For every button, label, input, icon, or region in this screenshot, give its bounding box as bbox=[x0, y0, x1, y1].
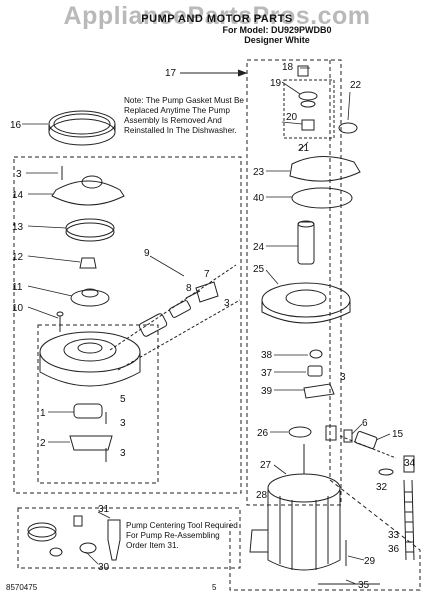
seal-detail-box bbox=[283, 79, 335, 139]
callout-3c: 3 bbox=[120, 418, 126, 429]
callout-10: 10 bbox=[12, 303, 24, 314]
callout-1: 1 bbox=[40, 408, 46, 419]
part-26 bbox=[288, 426, 312, 438]
seal-30a bbox=[27, 522, 57, 538]
callout-6: 6 bbox=[362, 418, 368, 429]
callout-17: 17 bbox=[165, 68, 177, 79]
gasket-note: Note: The Pump Gasket Must Be Replaced A… bbox=[124, 96, 244, 135]
o-ring-40 bbox=[291, 187, 353, 209]
o-ring-22 bbox=[338, 122, 358, 134]
valve-assembly-9 bbox=[138, 281, 219, 337]
callout-12: 12 bbox=[12, 252, 24, 263]
callout-37: 37 bbox=[261, 368, 273, 379]
callout-3b: 3 bbox=[224, 298, 230, 309]
callout-15: 15 bbox=[392, 429, 404, 440]
seal-19 bbox=[298, 91, 318, 101]
callout-32: 32 bbox=[376, 482, 388, 493]
o-ring-13 bbox=[65, 218, 115, 238]
pump-housing bbox=[39, 331, 141, 373]
drain-hose-33 bbox=[411, 479, 415, 561]
callout-13: 13 bbox=[12, 222, 24, 233]
color-line: Designer White bbox=[244, 35, 310, 45]
callout-39: 39 bbox=[261, 386, 273, 397]
filter-1 bbox=[73, 403, 103, 419]
callout-34: 34 bbox=[404, 458, 416, 469]
seal-20 bbox=[301, 119, 315, 131]
callout-18: 18 bbox=[282, 62, 294, 73]
motor-mount-25 bbox=[261, 282, 351, 318]
part-37 bbox=[307, 365, 323, 377]
callout-33: 33 bbox=[388, 530, 400, 541]
callout-3d: 3 bbox=[120, 448, 126, 459]
callout-40: 40 bbox=[253, 193, 265, 204]
callout-22: 22 bbox=[350, 80, 362, 91]
callout-31: 31 bbox=[98, 504, 110, 515]
left-assembly-box bbox=[13, 156, 242, 494]
callout-19: 19 bbox=[270, 78, 282, 89]
callout-27: 27 bbox=[260, 460, 272, 471]
pump-gasket bbox=[48, 110, 116, 138]
callout-29: 29 bbox=[364, 556, 376, 567]
page-title: PUMP AND MOTOR PARTS bbox=[141, 13, 293, 25]
motor-plate-23 bbox=[289, 155, 361, 182]
callout-3e: 3 bbox=[340, 372, 346, 383]
pump-cover bbox=[51, 180, 125, 206]
centering-tool-31 bbox=[107, 519, 121, 561]
pump-housing-box bbox=[37, 324, 159, 484]
impeller bbox=[70, 289, 110, 307]
clamp-32 bbox=[378, 468, 394, 476]
seal-cap-18 bbox=[297, 65, 309, 77]
callout-9: 9 bbox=[144, 248, 150, 259]
shaft-24 bbox=[297, 221, 315, 265]
callout-16: 16 bbox=[10, 120, 22, 131]
callout-8: 8 bbox=[186, 283, 192, 294]
fitting-34 bbox=[403, 455, 415, 473]
callout-7: 7 bbox=[204, 269, 210, 280]
motor-assembly-box bbox=[246, 59, 342, 506]
centering-tool-note: Pump Centering Tool Required For Pump Re… bbox=[126, 521, 238, 550]
model-line: For Model: DU929PWDB0 bbox=[222, 25, 332, 35]
callout-14: 14 bbox=[12, 190, 24, 201]
part-38 bbox=[309, 349, 323, 359]
impeller-nut bbox=[79, 257, 97, 269]
watermark: AppliancePartsPros.com bbox=[63, 2, 371, 30]
callout-35: 35 bbox=[358, 580, 370, 591]
housing-outline bbox=[229, 60, 421, 591]
callout-38: 38 bbox=[261, 350, 273, 361]
callout-11: 11 bbox=[12, 282, 23, 293]
doc-number: 8570475 bbox=[6, 583, 38, 592]
tool-kit-box bbox=[17, 507, 241, 569]
callout-24: 24 bbox=[253, 242, 265, 253]
callout-23: 23 bbox=[253, 167, 265, 178]
callout-30: 30 bbox=[98, 562, 110, 573]
callout-26: 26 bbox=[257, 428, 269, 439]
callout-2: 2 bbox=[40, 438, 46, 449]
callout-21: 21 bbox=[298, 143, 310, 154]
chopper-2 bbox=[69, 435, 113, 451]
callout-36: 36 bbox=[388, 544, 400, 555]
callout-25: 25 bbox=[253, 264, 265, 275]
fitting-6 bbox=[343, 429, 353, 443]
part-27 bbox=[325, 425, 337, 441]
callout-20: 20 bbox=[286, 112, 298, 123]
callout-5: 5 bbox=[120, 394, 126, 405]
callout-3: 3 bbox=[16, 169, 22, 180]
page-number: 5 bbox=[212, 583, 217, 592]
bracket-39 bbox=[303, 383, 335, 399]
motor-28 bbox=[267, 444, 341, 571]
callout-28: 28 bbox=[256, 490, 268, 501]
